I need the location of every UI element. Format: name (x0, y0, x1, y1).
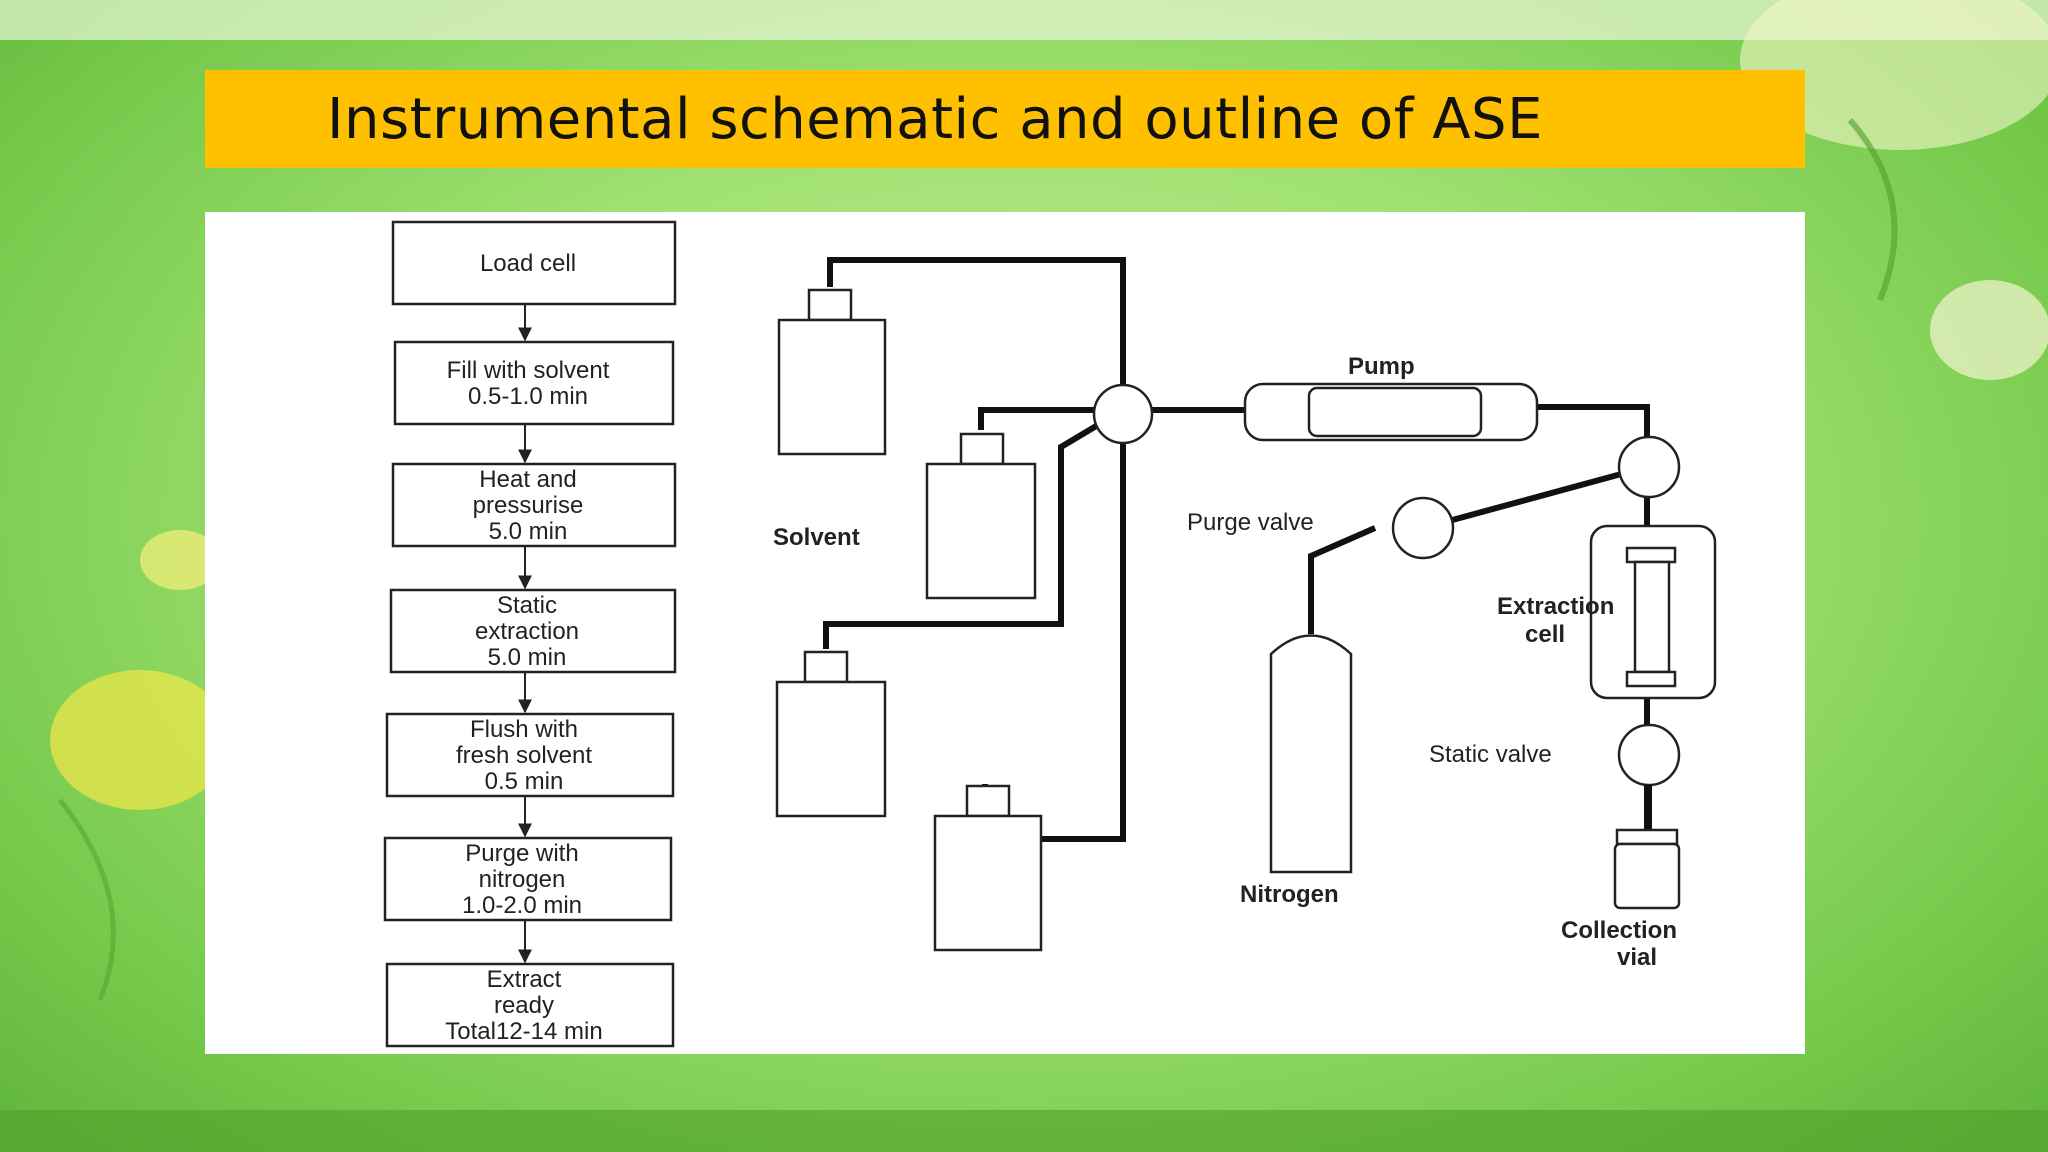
nitrogen-cylinder (1269, 634, 1353, 874)
solvent-bottle-3-cap (803, 650, 849, 684)
pump-label: Pump (1348, 353, 1415, 380)
collection-vial-label-2: vial (1617, 944, 1657, 971)
flowchart-step-4-line-3: 5.0 min (488, 644, 567, 671)
solvent-bottle-1 (777, 318, 887, 456)
flowchart-step-7-line-2: ready (494, 992, 554, 1019)
flowchart-step-5-line-3: 0.5 min (485, 768, 564, 795)
extraction-cell-label-1: Extraction (1497, 593, 1614, 620)
flowchart-step-7-line-3: Total12-14 min (445, 1018, 602, 1045)
flowchart-step-6-line-2: nitrogen (479, 866, 566, 893)
flowchart-step-3-box (391, 462, 677, 548)
flowchart-step-4-line-1: Static (497, 592, 557, 619)
solvent-bottles (775, 288, 1043, 952)
page-title: Instrumental schematic and outline of AS… (327, 86, 1543, 152)
purge-valve (1391, 496, 1455, 560)
pressure-valve (1617, 435, 1681, 499)
pipe-solvent-2 (978, 407, 1123, 430)
solvent-bottle-3 (775, 680, 887, 818)
flowchart-step-1-box (391, 220, 677, 306)
flowchart-step-2-line-2: 0.5-1.0 min (468, 383, 588, 410)
flowchart-step-3-line-3: 5.0 min (489, 518, 568, 545)
pipe-solvent-3 (823, 407, 1125, 649)
flowchart-step-2-line-1: Fill with solvent (447, 357, 610, 384)
static-valve (1617, 723, 1681, 787)
flowchart-step-1-line-1: Load cell (480, 250, 576, 277)
solvent-bottle-2 (925, 462, 1037, 600)
solvent-bottle-4 (933, 814, 1043, 952)
purge-valve-label: Purge valve (1187, 509, 1314, 536)
flowchart-step-4-box (389, 588, 677, 674)
solvent-bottle-1-cap (807, 288, 853, 322)
flowchart-step-3-line-1: Heat and (479, 466, 576, 493)
flowchart-step-5-box (385, 712, 675, 798)
collection-vial-label-1: Collection (1561, 917, 1677, 944)
pipe-to-purge (1422, 464, 1648, 531)
flowchart-step-5-line-2: fresh solvent (456, 742, 592, 769)
nitrogen-label: Nitrogen (1240, 881, 1339, 908)
solvent-label: Solvent (773, 524, 860, 551)
flowchart-step-7-line-1: Extract (487, 966, 562, 993)
flowchart-step-2-box (393, 340, 675, 426)
solvent-bottle-4-cap (965, 784, 1011, 818)
static-valve-label: Static valve (1429, 741, 1552, 768)
flowchart-step-5-line-1: Flush with (470, 716, 578, 743)
solvent-selector-valve (1092, 383, 1154, 445)
collection-vial (1613, 828, 1681, 910)
pump (1243, 382, 1539, 442)
extraction-cell (1589, 524, 1717, 700)
pipe-purge-nitrogen (1308, 525, 1377, 634)
solvent-bottle-2-cap (959, 432, 1005, 466)
title-bar: Instrumental schematic and outline of AS… (205, 70, 1805, 168)
flowchart-step-7-box (385, 962, 675, 1048)
flowchart-step-6-box (383, 836, 673, 922)
flowchart-step-6-line-1: Purge with (465, 840, 578, 867)
flowchart-step-4-line-2: extraction (475, 618, 579, 645)
extraction-cell-label-2: cell (1525, 621, 1565, 648)
flowchart-step-6-line-3: 1.0-2.0 min (462, 892, 582, 919)
flowchart-step-3-line-2: pressurise (473, 492, 584, 519)
